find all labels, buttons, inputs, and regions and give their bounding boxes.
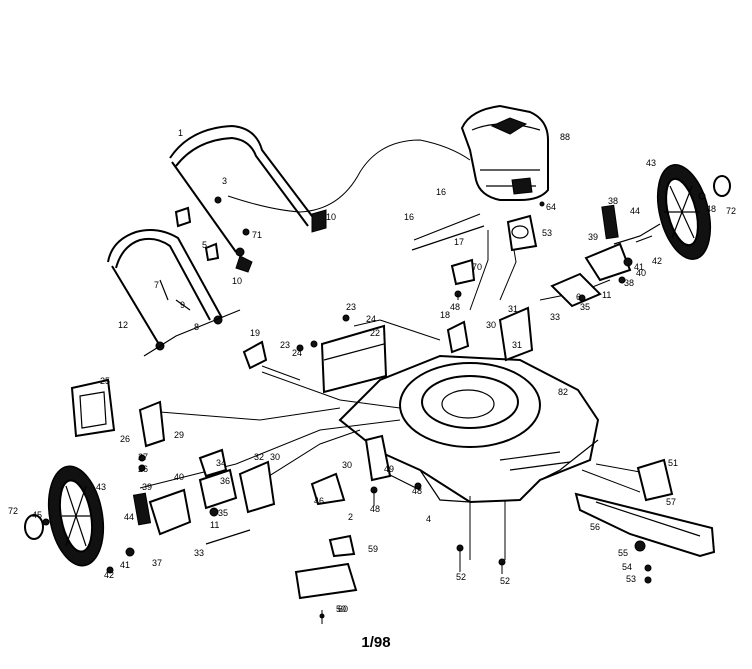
callout: 1	[178, 128, 183, 138]
callout: 34	[216, 458, 226, 468]
callout: 54	[622, 562, 632, 572]
callout: 36	[220, 476, 230, 486]
callout: 53	[542, 228, 552, 238]
callout: 57	[666, 497, 676, 507]
handle-brackets	[70, 196, 538, 600]
callout: 3	[222, 176, 227, 186]
upper-handle	[169, 124, 327, 273]
callout: 6	[576, 292, 581, 302]
callout: 82	[558, 387, 568, 397]
callout: 53	[626, 574, 636, 584]
callout: 72	[8, 506, 18, 516]
callout: 17	[454, 237, 464, 247]
callout: 49	[384, 464, 394, 474]
control-cable	[227, 139, 471, 213]
callout: 59	[368, 544, 378, 554]
height-adjuster-left	[106, 460, 276, 574]
callout: 31	[508, 304, 518, 314]
callout: 35	[218, 508, 228, 518]
footer-date: 1/98	[361, 634, 391, 651]
callout: 46	[314, 496, 324, 506]
callout: 24	[292, 348, 302, 358]
callout: 9	[180, 300, 185, 310]
callout: 52	[500, 576, 510, 586]
callout: 45	[32, 510, 42, 520]
callout: 26	[138, 464, 148, 474]
callout: 44	[124, 512, 134, 522]
callout: 26	[120, 434, 130, 444]
callout: 24	[366, 314, 376, 324]
callout: 10	[326, 212, 336, 222]
lower-handle	[107, 229, 241, 357]
callout: 55	[618, 548, 628, 558]
fasteners	[138, 201, 545, 624]
callout: 11	[210, 520, 219, 530]
callout: 30	[270, 452, 280, 462]
callout: 32	[254, 452, 264, 462]
callout: 18	[440, 310, 450, 320]
rear-wheel-right	[656, 164, 731, 260]
callout: 71	[252, 230, 262, 240]
callout: 10	[232, 276, 242, 286]
callout: 38	[624, 278, 634, 288]
callout: 88	[560, 132, 570, 142]
callout: 25	[100, 376, 110, 386]
callout: 23	[280, 340, 290, 350]
callout: 43	[646, 158, 656, 168]
callout: 31	[512, 340, 522, 350]
front-wheel-left	[24, 465, 105, 567]
callout: 37	[152, 558, 162, 568]
callout: 48	[450, 302, 460, 312]
callout: 48	[412, 486, 422, 496]
callout: 2	[348, 512, 353, 522]
callout: 39	[142, 482, 152, 492]
callout: 30	[342, 460, 352, 470]
callout: 44	[630, 206, 640, 216]
callout: 39	[588, 232, 598, 242]
callout: 56	[590, 522, 600, 532]
callout-labels: 1 2 3 4 5 6 7 8 9 10 10 11 11 12 16 16 1…	[8, 128, 736, 614]
callout: 30	[486, 320, 496, 330]
height-adjuster-right	[550, 204, 661, 308]
callout: 40	[636, 268, 646, 278]
callout: 52	[456, 572, 466, 582]
callout: 72	[726, 206, 736, 216]
callout: 29	[174, 430, 184, 440]
blade	[574, 458, 716, 584]
callout: 19	[250, 328, 260, 338]
callout: 48	[370, 504, 380, 514]
callout: 33	[550, 312, 560, 322]
callout: 40	[174, 472, 184, 482]
callout: 22	[370, 328, 380, 338]
callout: 43	[96, 482, 106, 492]
callout: 50	[336, 604, 346, 614]
engine	[460, 104, 549, 201]
callout: 41	[634, 262, 644, 272]
callout: 35	[580, 302, 590, 312]
callout: 42	[652, 256, 662, 266]
callout: 33	[194, 548, 204, 558]
callout: 11	[602, 290, 611, 300]
callout: 7	[154, 280, 159, 290]
mower-deck	[338, 354, 600, 504]
callout: 51	[668, 458, 678, 468]
callout: 60	[338, 604, 348, 614]
callout: 64	[546, 202, 556, 212]
callout: 4	[426, 514, 431, 524]
callout: 23	[346, 302, 356, 312]
callout: 16	[404, 212, 414, 222]
callout: 16	[436, 187, 446, 197]
callout: 48	[706, 204, 716, 214]
callout: 8	[194, 322, 199, 332]
callout: 42	[104, 570, 114, 580]
callout: 27	[138, 452, 148, 462]
callout: 70	[472, 262, 482, 272]
callout: 12	[118, 320, 128, 330]
callout: 38	[608, 196, 618, 206]
leader-lines	[139, 230, 651, 560]
callout: 41	[120, 560, 130, 570]
callout: 5	[202, 240, 207, 250]
